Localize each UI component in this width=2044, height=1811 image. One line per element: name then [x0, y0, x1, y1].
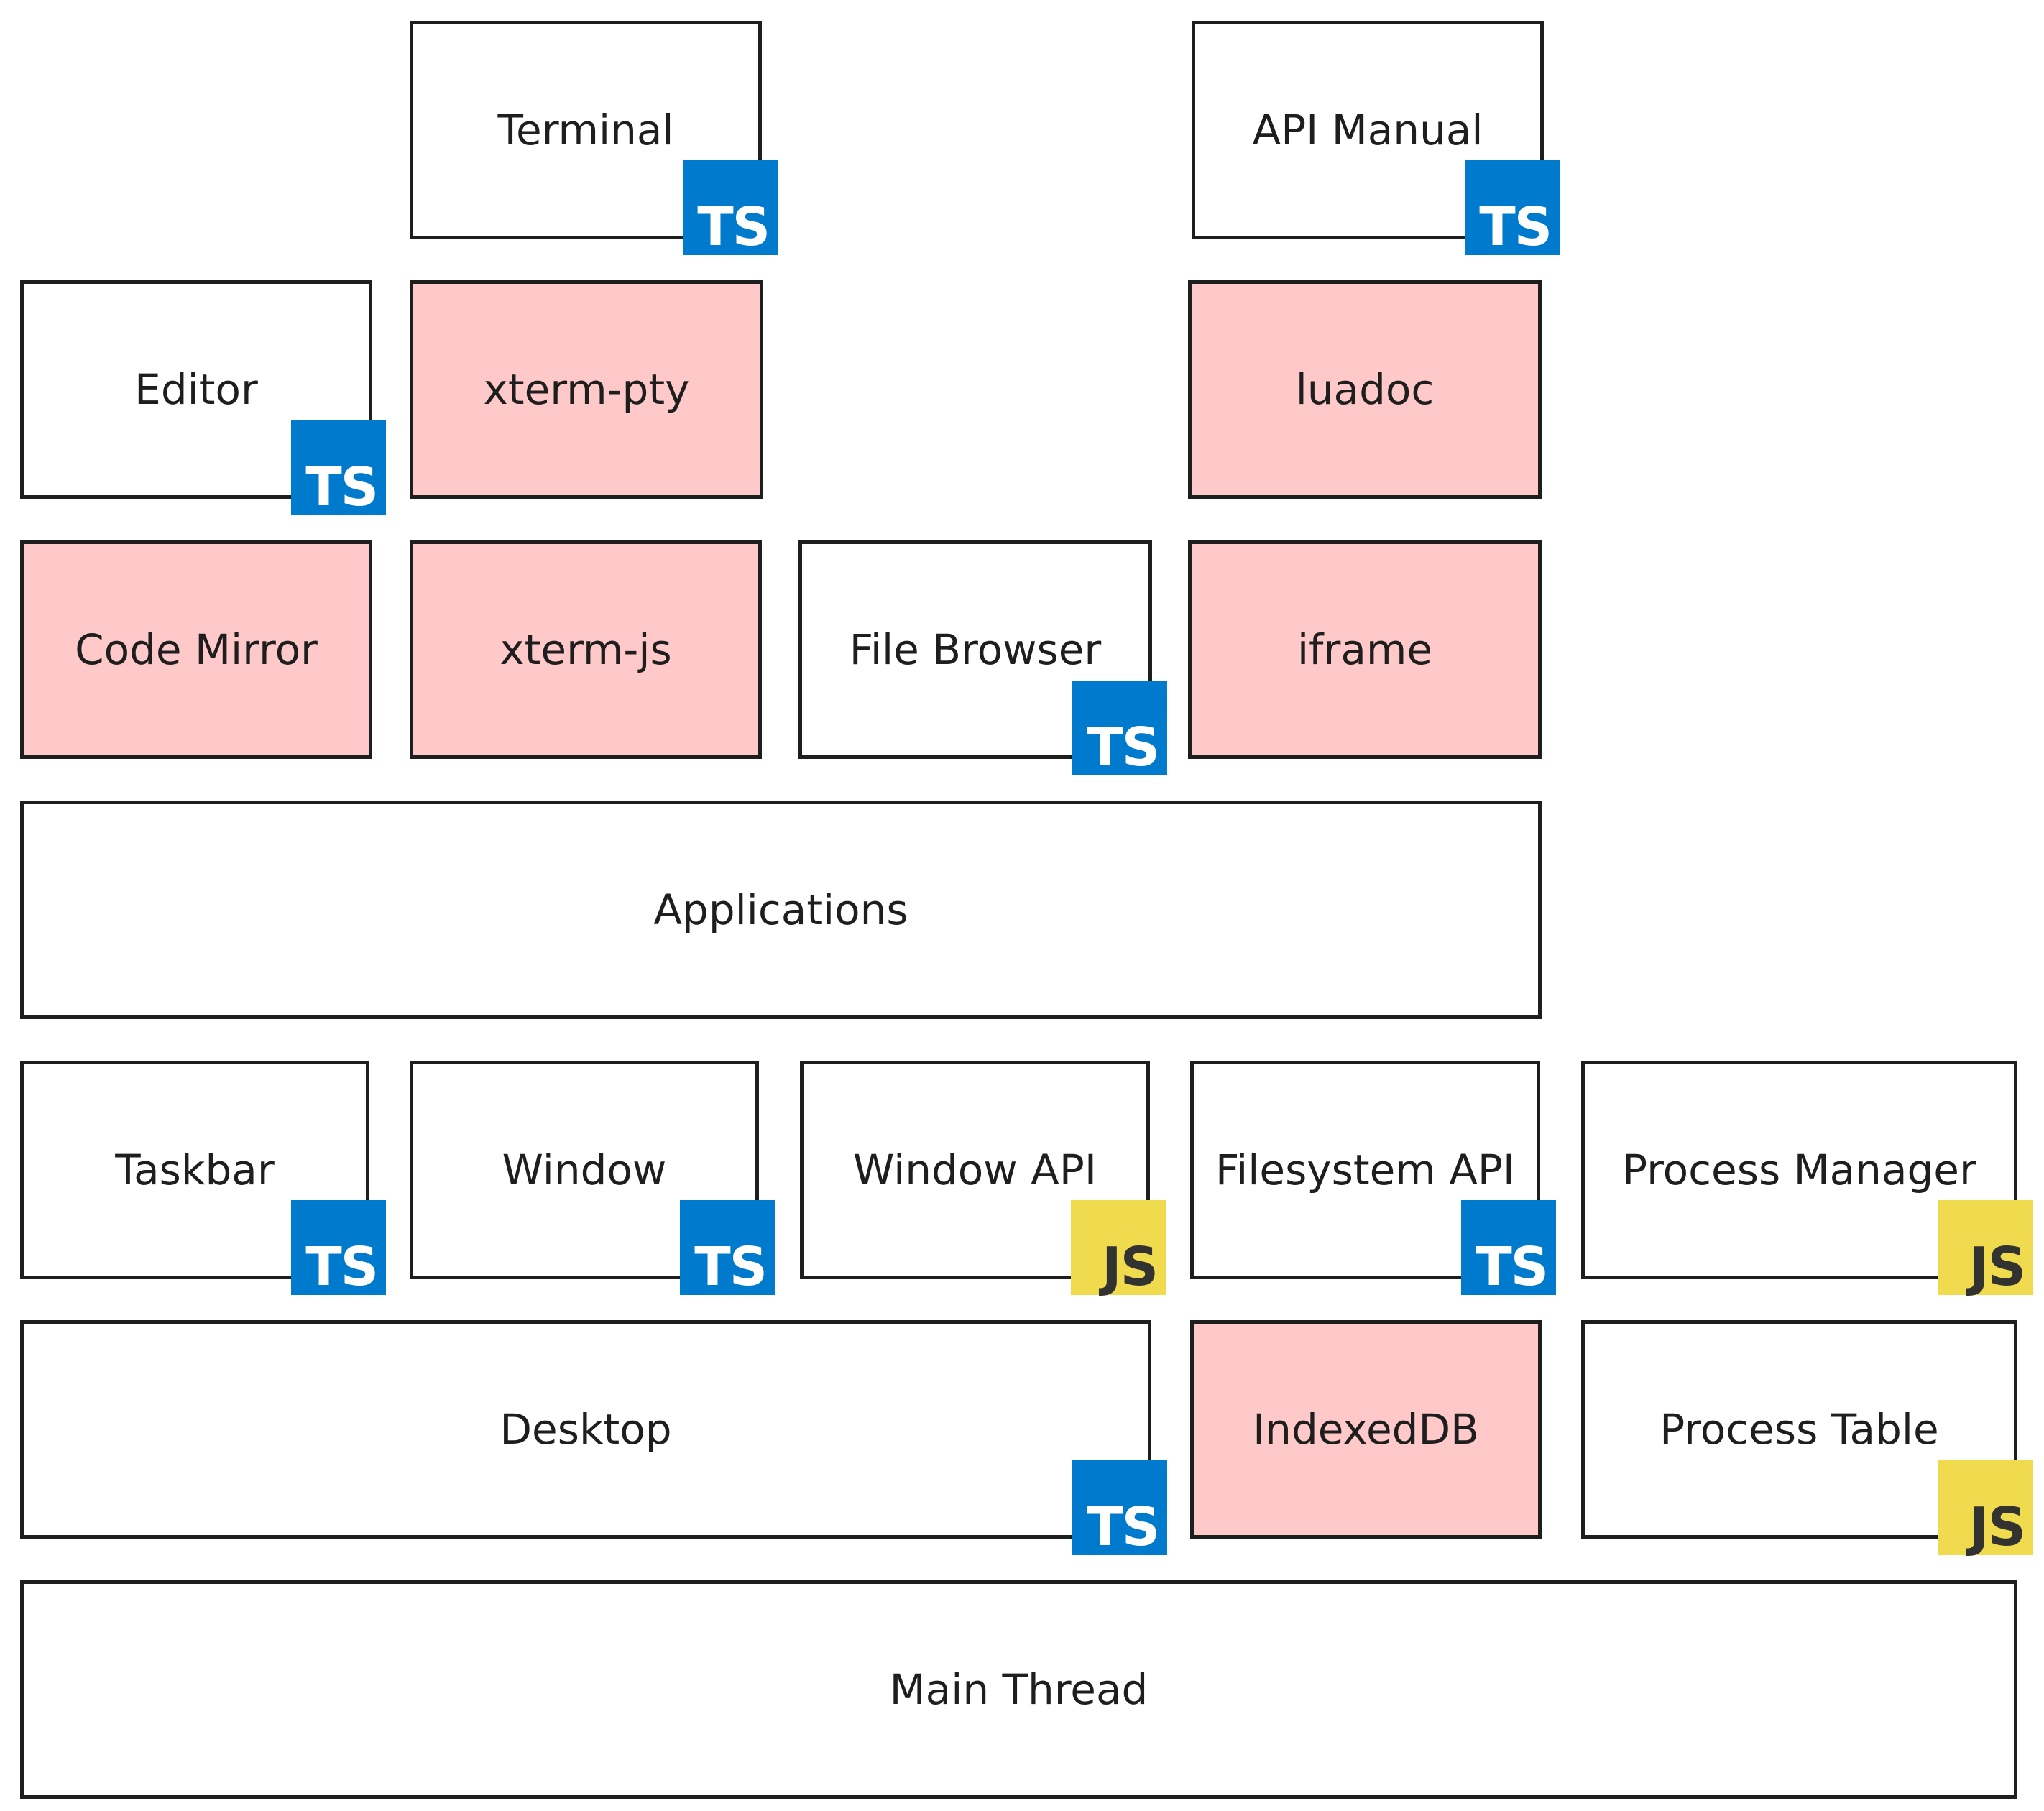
- process-manager-box: Process Manager: [1581, 1061, 2017, 1279]
- taskbar-label: Taskbar: [115, 1146, 275, 1194]
- desktop-ts-badge: TS: [1072, 1460, 1167, 1555]
- xterm-pty-label: xterm-pty: [483, 365, 690, 414]
- indexeddb-box: IndexedDB: [1190, 1320, 1542, 1539]
- filesystem-api-ts-badge: TS: [1461, 1200, 1556, 1295]
- editor-ts-badge: TS: [291, 420, 386, 515]
- main-thread-label: Main Thread: [889, 1665, 1148, 1714]
- indexeddb-label: IndexedDB: [1253, 1405, 1479, 1454]
- code-mirror-label: Code Mirror: [75, 625, 318, 674]
- luadoc-box: luadoc: [1188, 280, 1542, 499]
- xterm-pty-box: xterm-pty: [410, 280, 763, 499]
- file-browser-ts-badge: TS: [1072, 681, 1167, 775]
- process-manager-js-badge: JS: [1938, 1200, 2033, 1295]
- desktop-box: Desktop: [20, 1320, 1151, 1539]
- window-ts-badge: TS: [680, 1200, 775, 1295]
- filesystem-api-label: Filesystem API: [1215, 1146, 1515, 1194]
- terminal-label: Terminal: [497, 106, 674, 155]
- terminal-ts-badge: TS: [683, 160, 778, 255]
- window-api-label: Window API: [853, 1146, 1097, 1194]
- window-api-js-badge: JS: [1071, 1200, 1166, 1295]
- applications-label: Applications: [653, 885, 908, 934]
- luadoc-label: luadoc: [1295, 365, 1435, 414]
- process-manager-label: Process Manager: [1622, 1146, 1976, 1194]
- api-manual-ts-badge: TS: [1465, 160, 1560, 255]
- iframe-label: iframe: [1297, 625, 1433, 674]
- process-table-label: Process Table: [1659, 1405, 1939, 1454]
- applications-box: Applications: [20, 801, 1542, 1019]
- terminal-box: Terminal: [410, 21, 762, 239]
- iframe-box: iframe: [1188, 540, 1542, 759]
- process-table-js-badge: JS: [1938, 1460, 2033, 1555]
- window-label: Window: [502, 1146, 667, 1194]
- code-mirror-box: Code Mirror: [20, 540, 372, 759]
- api-manual-label: API Manual: [1252, 106, 1483, 155]
- xterm-js-box: xterm-js: [410, 540, 762, 759]
- xterm-js-label: xterm-js: [500, 625, 672, 674]
- main-thread-box: Main Thread: [20, 1580, 2017, 1799]
- desktop-label: Desktop: [500, 1405, 672, 1454]
- file-browser-label: File Browser: [849, 625, 1102, 674]
- editor-label: Editor: [134, 365, 258, 414]
- taskbar-ts-badge: TS: [291, 1200, 386, 1295]
